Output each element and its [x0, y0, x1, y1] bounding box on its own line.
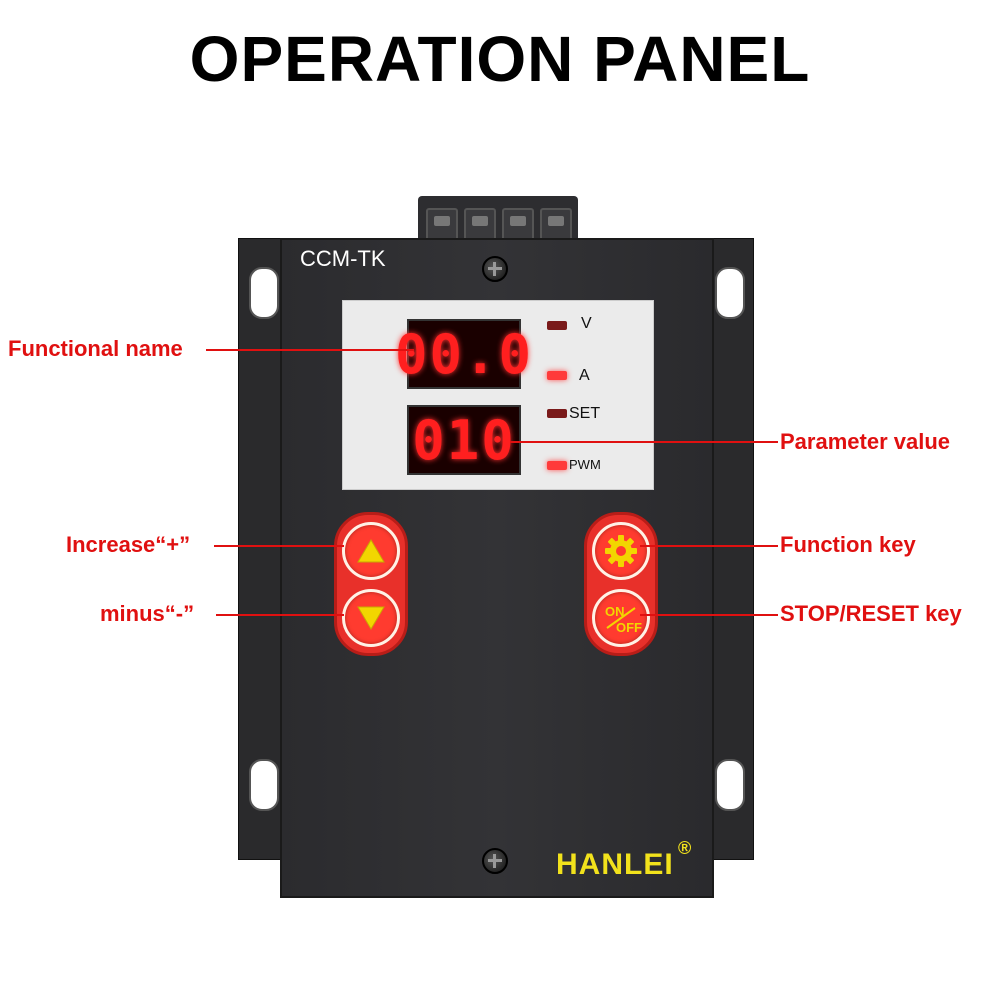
mounting-slot [715, 267, 745, 319]
on-off-icon: ON OFF [605, 604, 642, 635]
callout-stop-reset-key: STOP/RESET key [780, 601, 962, 626]
model-label: CCM-TK [300, 246, 386, 271]
display-panel: 00.0 010 V A SET PWM [342, 300, 654, 490]
right-mounting-flange [706, 238, 754, 860]
callout-function-key: Function key [780, 532, 916, 557]
indicator-set-label: SET [569, 405, 601, 422]
mounting-slot [715, 759, 745, 811]
callout-minus: minus“-” [100, 601, 195, 626]
callout-line [640, 545, 778, 547]
on-label: ON [605, 604, 625, 619]
off-label: OFF [616, 620, 642, 635]
callout-line [214, 545, 344, 547]
callout-line [640, 614, 778, 616]
adjust-button-group [334, 512, 408, 656]
brand-logo: HANLEI [556, 848, 674, 881]
increase-button[interactable] [342, 522, 400, 580]
indicator-v-label: V [581, 315, 592, 332]
callout-functional-name: Functional name [8, 336, 183, 361]
bottom-screw-icon [482, 848, 508, 874]
callout-line [510, 441, 778, 443]
control-button-group: ON OFF [584, 512, 658, 656]
indicator-pwm-label: PWM [569, 457, 601, 472]
callout-line [206, 349, 414, 351]
top-screw-icon [482, 256, 508, 282]
indicator-a-label: A [579, 367, 590, 384]
decrease-button[interactable] [342, 589, 400, 647]
page-title: OPERATION PANEL [189, 23, 811, 95]
gear-icon [605, 535, 637, 567]
terminal-screw [464, 208, 496, 242]
terminal-screw [540, 208, 572, 242]
mounting-slot [249, 267, 279, 319]
down-triangle-icon [357, 606, 385, 630]
indicator-a-led [547, 371, 567, 380]
indicator-v-led [547, 321, 567, 330]
callout-line [216, 614, 344, 616]
callout-parameter-value: Parameter value [780, 429, 950, 454]
terminal-screw [502, 208, 534, 242]
parameter-value-display: 010 [407, 405, 521, 475]
indicator-set-led [547, 409, 567, 418]
stop-reset-button[interactable]: ON OFF [592, 589, 650, 647]
function-button[interactable] [592, 522, 650, 580]
indicator-pwm-led [547, 461, 567, 470]
callout-increase: Increase“+” [66, 532, 191, 557]
left-mounting-flange [238, 238, 286, 860]
terminal-screw [426, 208, 458, 242]
up-triangle-icon [357, 539, 385, 563]
mounting-slot [249, 759, 279, 811]
functional-name-display: 00.0 [395, 319, 531, 389]
registered-mark: ® [678, 838, 692, 858]
